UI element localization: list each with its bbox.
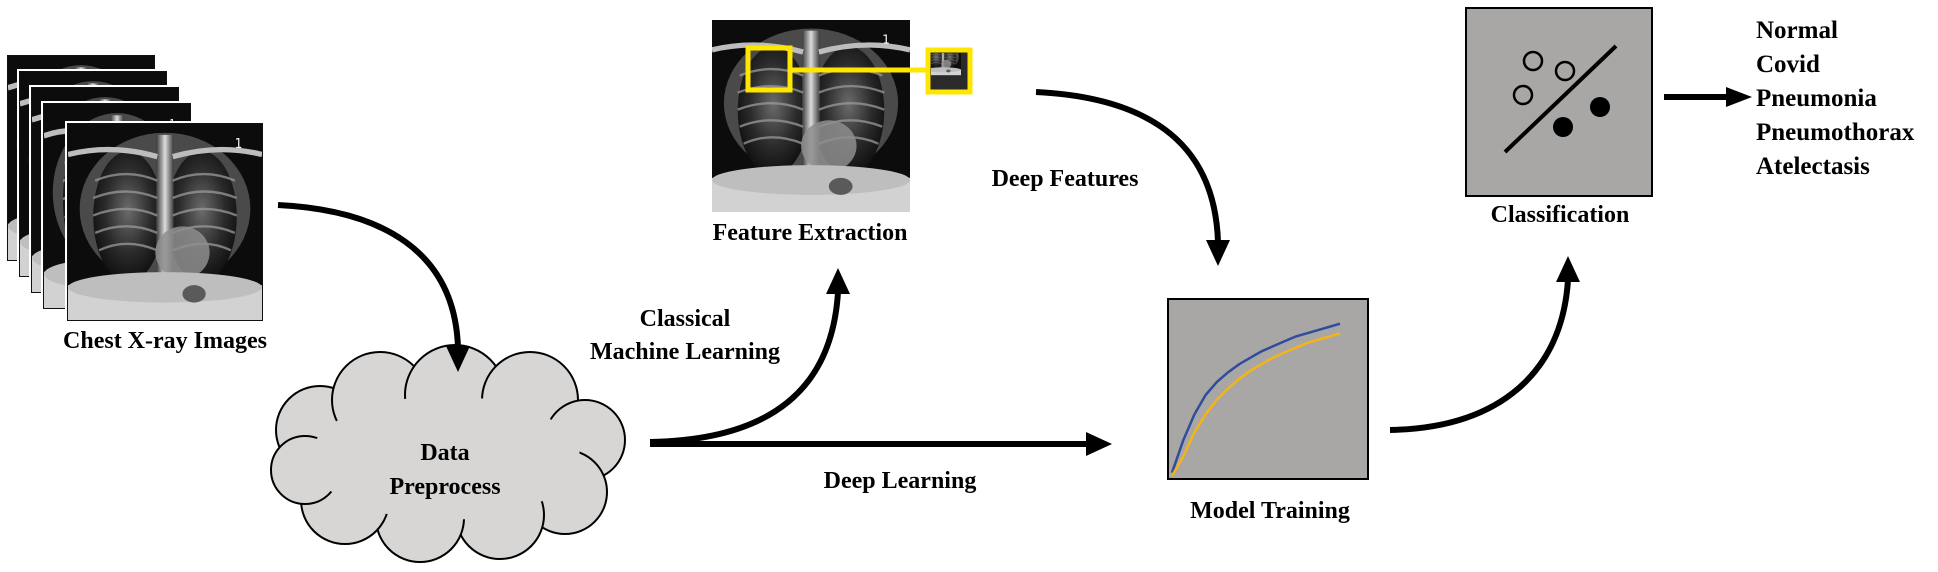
class-a-point bbox=[1554, 60, 1576, 82]
training-curve-icon bbox=[1167, 298, 1369, 480]
label-model-training: Model Training bbox=[1190, 498, 1350, 524]
outcome-atelectasis: Atelectasis bbox=[1756, 153, 1870, 180]
arrowhead-deep-learning bbox=[1086, 432, 1112, 456]
arrow-to-classification bbox=[1389, 279, 1571, 433]
arrow-deep-features bbox=[1035, 89, 1221, 243]
arrow-images-to-preprocess bbox=[277, 202, 461, 349]
xray-stack bbox=[5, 53, 265, 323]
outcome-list: Normal Covid Pneumonia Pneumothorax Atel… bbox=[1756, 14, 1936, 184]
arrowhead-classification bbox=[1556, 256, 1580, 282]
model-training-panel bbox=[1167, 298, 1369, 480]
label-feature-extraction: Feature Extraction bbox=[712, 220, 908, 246]
arrowhead-preprocess bbox=[446, 346, 470, 372]
outcome-pneumothorax: Pneumothorax bbox=[1756, 119, 1915, 146]
class-a-point bbox=[1522, 50, 1544, 72]
training-curves bbox=[1170, 322, 1341, 477]
cloud-shape bbox=[270, 344, 626, 563]
arrow-to-feature-extraction bbox=[649, 291, 841, 445]
class-b-point bbox=[1590, 97, 1610, 117]
training-curve-1 bbox=[1170, 322, 1341, 474]
decision-boundary bbox=[1503, 44, 1618, 154]
classification-panel bbox=[1465, 7, 1653, 197]
class-a-point bbox=[1512, 84, 1534, 106]
label-classification: Classification bbox=[1490, 202, 1630, 228]
label-classical: Classical bbox=[639, 306, 731, 332]
label-machine-learning: Machine Learning bbox=[590, 339, 780, 365]
outcome-covid: Covid bbox=[1756, 51, 1820, 78]
label-chest-xray-images: Chest X-ray Images bbox=[63, 328, 267, 354]
label-data: Data bbox=[420, 440, 470, 466]
label-preprocess: Preprocess bbox=[389, 474, 501, 500]
outcome-normal: Normal bbox=[1756, 17, 1838, 44]
arrowhead-outcomes bbox=[1726, 87, 1752, 107]
label-deep-learning: Deep Learning bbox=[823, 468, 977, 494]
class-b-point bbox=[1553, 117, 1573, 137]
outcome-pneumonia: Pneumonia bbox=[1756, 85, 1877, 112]
training-curve-2 bbox=[1170, 332, 1341, 477]
arrowhead-deep-features bbox=[1206, 240, 1230, 266]
arrowhead-feature-extraction bbox=[826, 268, 850, 294]
feature-extraction-image bbox=[712, 20, 973, 212]
label-deep-features: Deep Features bbox=[991, 166, 1139, 192]
